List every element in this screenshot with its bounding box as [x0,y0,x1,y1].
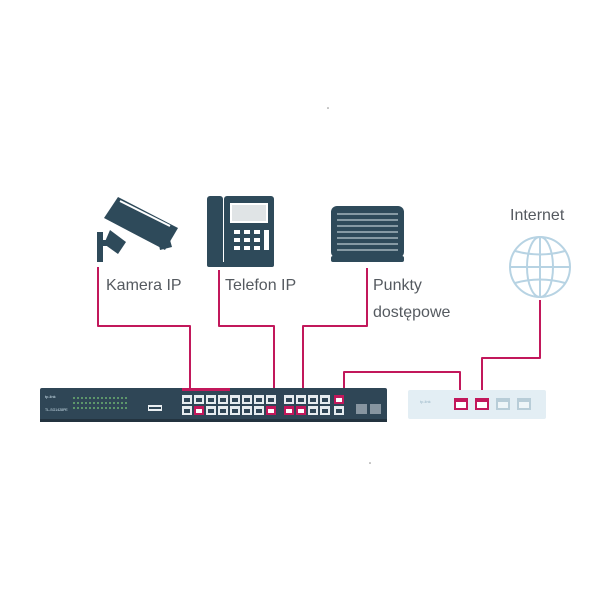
switch-port-jack [208,398,214,402]
switch-port-jack [184,409,190,413]
switch-led [117,407,119,409]
switch-led [97,407,99,409]
switch-port-jack [220,398,226,402]
switch-led [109,397,111,399]
switch-led [89,407,91,409]
switch-port-jack [286,409,292,413]
switch-port-jack [310,398,316,402]
switch-led [93,407,95,409]
switch-led [81,407,83,409]
switch-led [113,402,115,404]
switch-port-jack [268,409,274,413]
switch-led [97,402,99,404]
switch-led [93,402,95,404]
switch-led [105,407,107,409]
label-phone: Telefon IP [225,277,297,294]
line-switch-router [343,371,461,396]
switch-port-jack [336,398,342,402]
switch-ports [182,395,344,415]
switch-brand: tp-link [45,394,56,399]
connection-lines [97,267,541,396]
phone-icon [207,196,274,267]
globe-icon [509,236,571,298]
switch-port-jack [220,409,226,413]
switch-led [89,397,91,399]
switch-led [109,402,111,404]
sfp-port-1 [356,404,367,414]
switch-port-jack [232,409,238,413]
sfp-port-2 [370,404,381,414]
switch-led [125,407,127,409]
switch-port-jack [298,398,304,402]
switch-led [125,402,127,404]
switch-port-jack [244,409,250,413]
switch-led [93,397,95,399]
label-internet: Internet [510,207,565,224]
switch-led [101,407,103,409]
switch-led [85,397,87,399]
switch-port-jack [298,409,304,413]
switch-led [105,402,107,404]
switch-port-jack [322,398,328,402]
switch-led [73,402,75,404]
switch-led [77,402,79,404]
line-internet [481,300,541,396]
switch-led [73,407,75,409]
label-ap-line2: dostępowe [373,304,451,321]
switch-led [121,397,123,399]
switch-led [81,402,83,404]
switch-model: TL-SG1428PE [45,408,68,412]
access-point-icon [331,206,404,262]
router-brand: tp-link [420,399,431,404]
switch-led [89,402,91,404]
switch-led [81,397,83,399]
switch-led [105,397,107,399]
switch-leds [73,397,127,409]
switch-led [73,397,75,399]
switch-led [109,407,111,409]
switch-led [77,407,79,409]
line-ap [302,268,368,396]
switch-port-jack [256,398,262,402]
label-camera: Kamera IP [106,277,182,294]
switch-device: tp-link TL-SG1428PE [40,388,387,422]
switch-port-jack [184,398,190,402]
camera-icon [97,197,178,262]
line-camera [97,267,191,396]
switch-port-jack [196,409,202,413]
switch-port-jack [268,398,274,402]
switch-led [113,397,115,399]
switch-led [101,397,103,399]
switch-led [77,397,79,399]
switch-led [85,407,87,409]
switch-port-jack [286,398,292,402]
switch-led [113,407,115,409]
switch-led [117,397,119,399]
switch-led [121,407,123,409]
router-device: tp-link [408,390,546,419]
switch-port-jack [196,398,202,402]
switch-port-jack [310,409,316,413]
switch-port-jack [256,409,262,413]
switch-port-jack [322,409,328,413]
switch-led [101,402,103,404]
line-phone [218,270,275,396]
switch-led [97,397,99,399]
switch-port-jack [208,409,214,413]
switch-led [117,402,119,404]
label-ap-line1: Punkty [373,277,422,294]
switch-port-jack [244,398,250,402]
switch-led [125,397,127,399]
switch-led [121,402,123,404]
switch-port-jack [232,398,238,402]
switch-port-jack [336,409,342,413]
switch-led [85,402,87,404]
